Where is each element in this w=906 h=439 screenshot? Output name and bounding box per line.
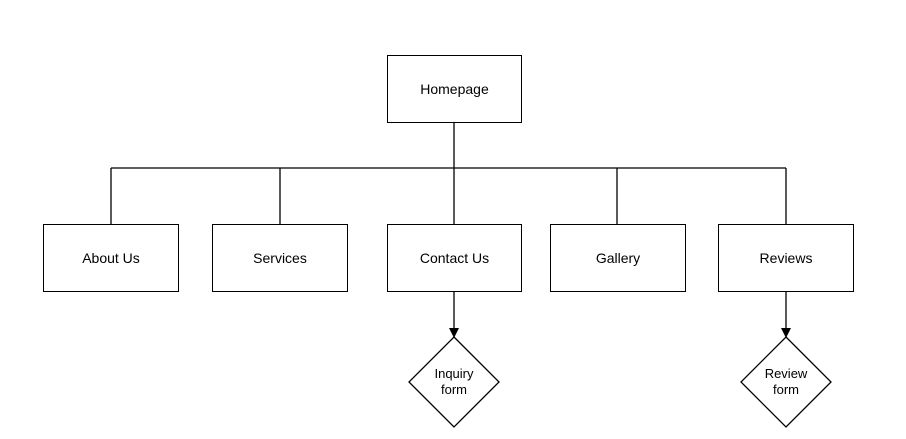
review-form-label-line-2: form (773, 382, 799, 397)
services-node: Services (212, 224, 348, 292)
review-form-diamond (740, 336, 832, 428)
about-us-node: About Us (43, 224, 179, 292)
contact-us-label: Contact Us (419, 250, 490, 266)
review-form-label: Review form (751, 366, 821, 398)
about-us-label: About Us (82, 250, 140, 266)
inquiry-form-label: Inquiry form (419, 366, 489, 398)
gallery-node: Gallery (550, 224, 686, 292)
gallery-label: Gallery (595, 250, 641, 266)
review-form-label-line-1: Review (764, 366, 808, 381)
inquiry-form-diamond (408, 336, 500, 428)
inquiry-form-label-line-2: form (441, 382, 467, 397)
homepage-label: Homepage (420, 81, 489, 97)
services-label: Services (253, 250, 307, 266)
reviews-node: Reviews (718, 224, 854, 292)
contact-us-node: Contact Us (387, 224, 522, 292)
homepage-node: Homepage (387, 55, 522, 123)
inquiry-form-label-line-1: Inquiry (434, 366, 474, 381)
reviews-label: Reviews (759, 250, 813, 266)
